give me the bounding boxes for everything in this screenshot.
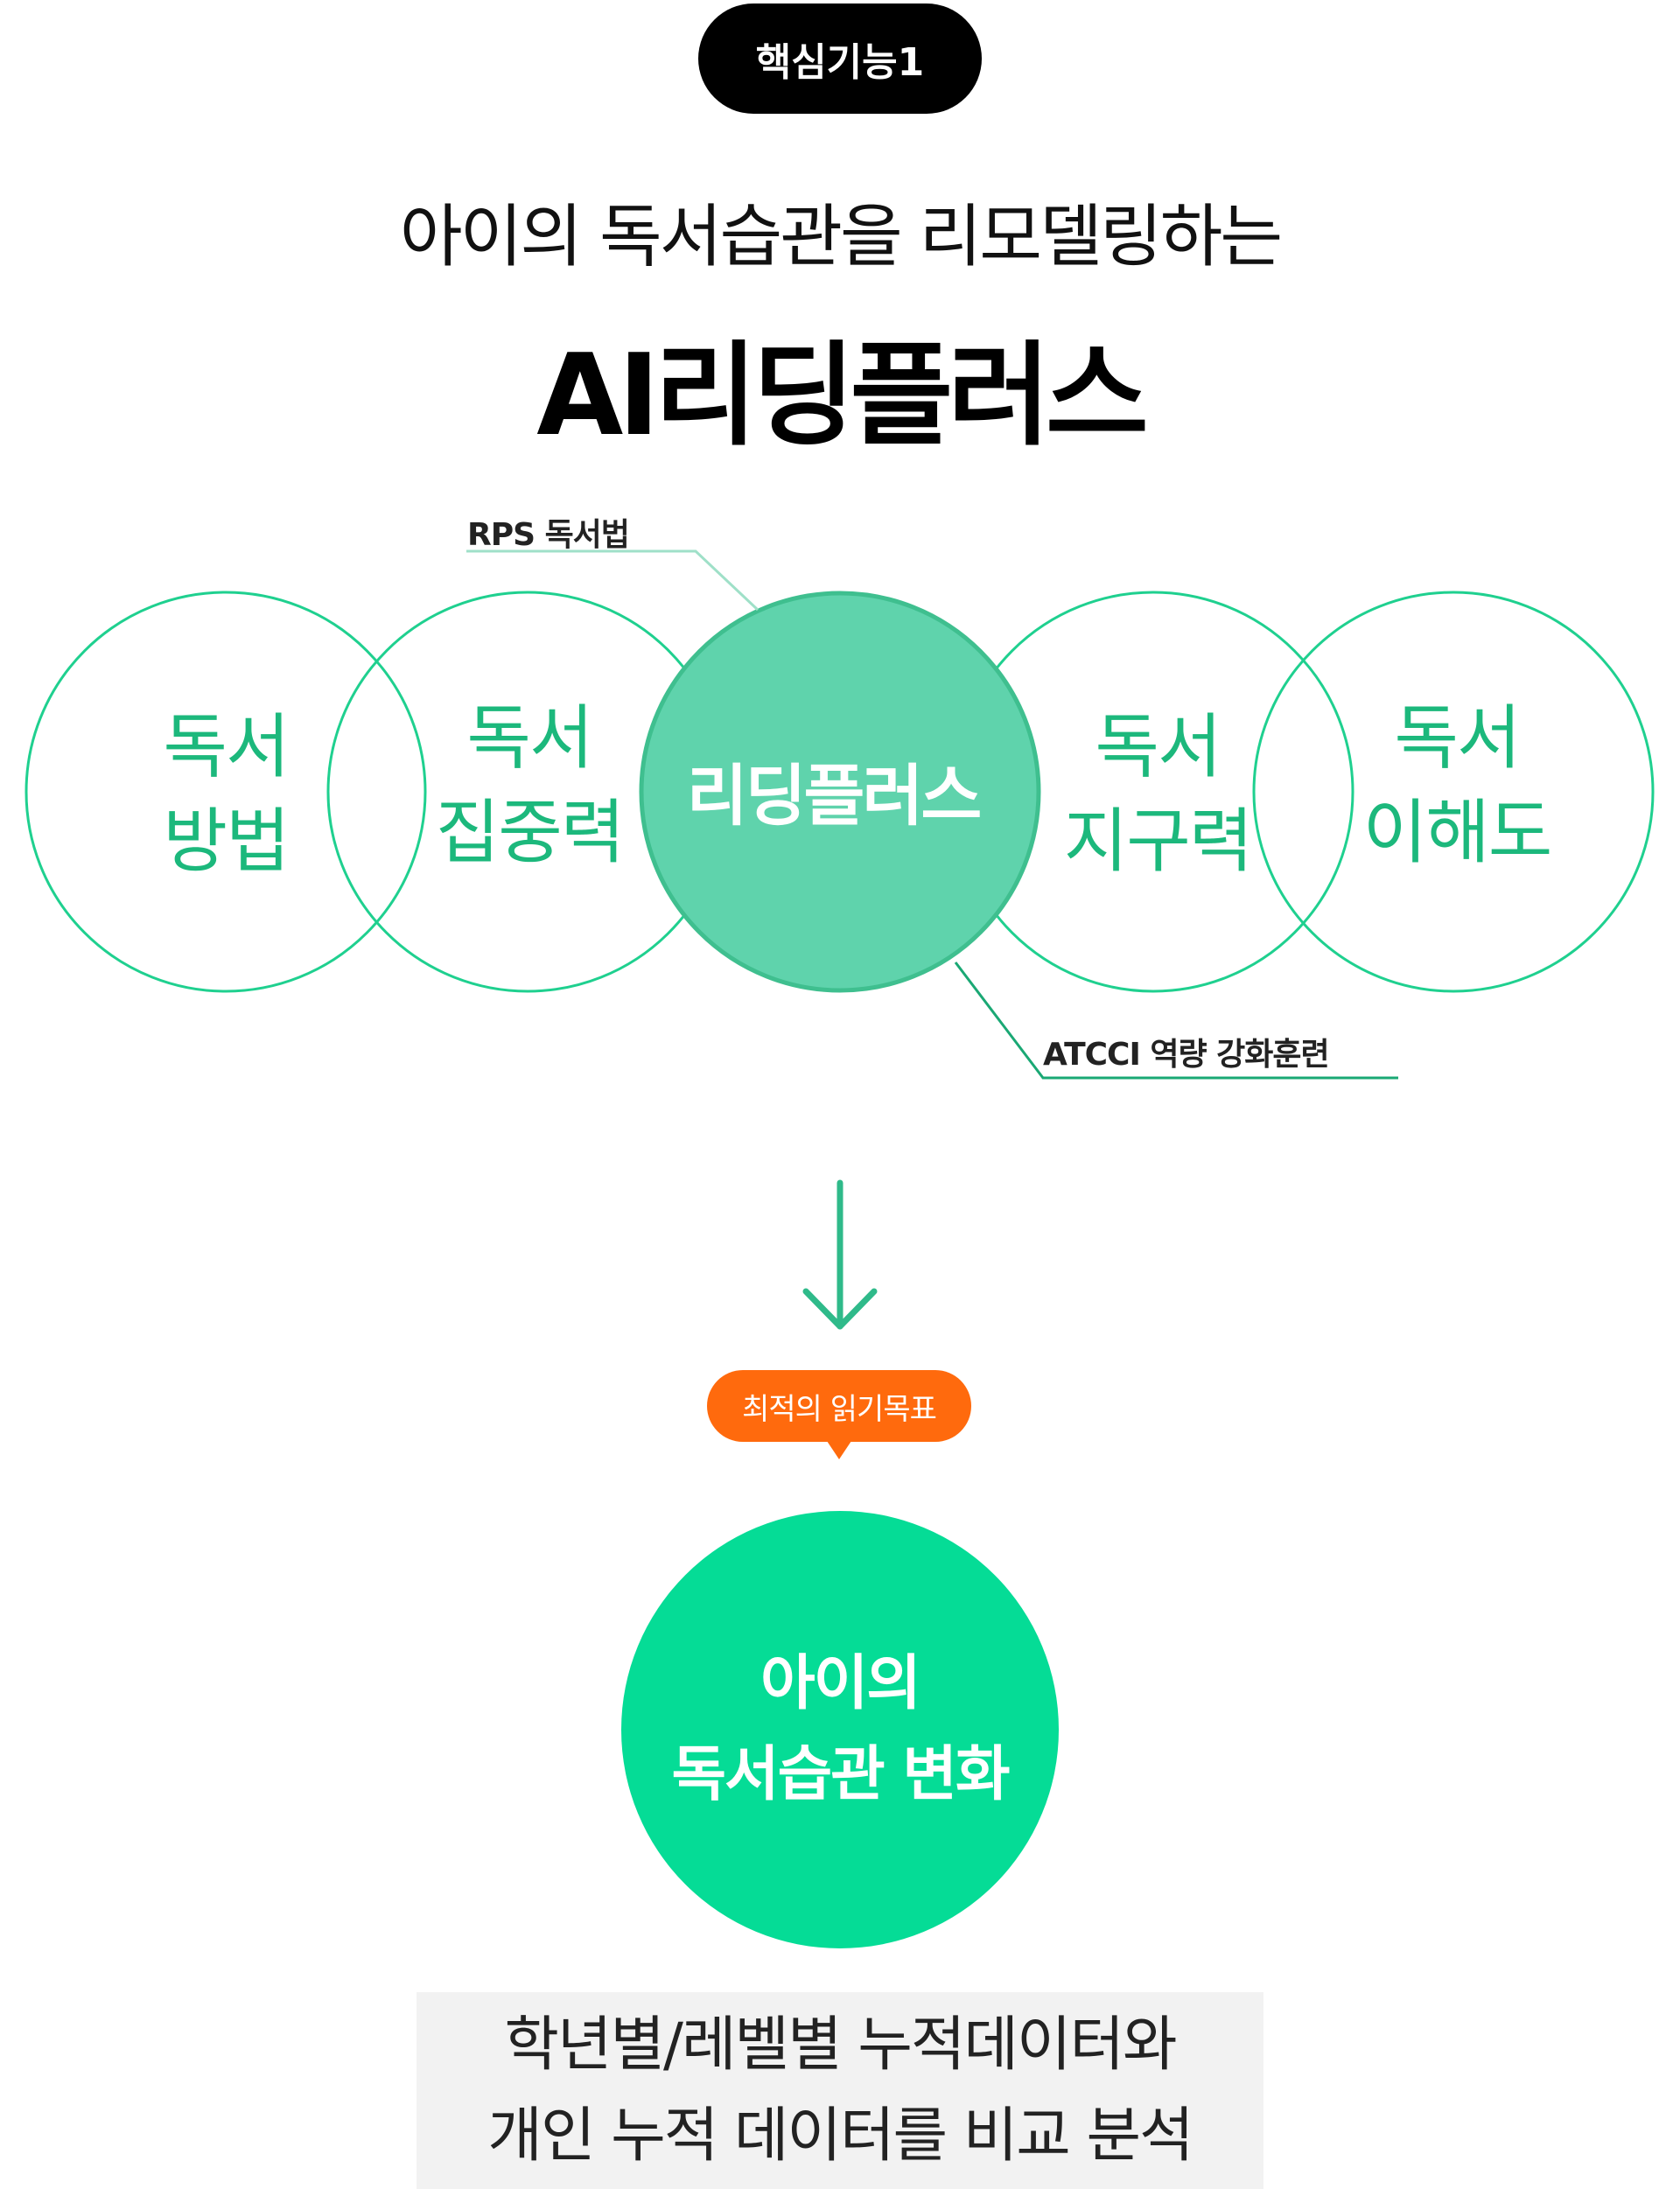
label-reading-focus: 독서 집중력: [435, 697, 626, 873]
label-reading-stamina: 독서 지구력: [1063, 706, 1254, 882]
footer-line-1: 학년별/레벨별 누적데이터와: [504, 2010, 1177, 2080]
label-reading-method: 독서 방법: [163, 706, 290, 882]
circle-reading-method: [24, 591, 427, 993]
circle-reading-plus: [639, 591, 1041, 993]
label-reading-comprehension: 독서 이해도: [1362, 697, 1553, 873]
label-reading-plus: 리딩플러스: [686, 757, 983, 835]
result-circle: 아이의 독서습관 변화: [621, 1511, 1059, 1948]
arrow-down-icon: [802, 1179, 878, 1330]
callout-rps: RPS 독서법: [467, 517, 630, 553]
feature-badge: 핵심기능1: [698, 3, 982, 114]
callout-atcci: ATCCI 역량 강화훈련: [1043, 1037, 1330, 1073]
footer-line-2: 개인 누적 데이터를 비교 분석: [487, 2101, 1194, 2171]
page-title: AI리딩플러스: [536, 331, 1149, 461]
pill-pointer: [825, 1438, 853, 1459]
circle-reading-comprehension: [1252, 591, 1655, 993]
footer-box: 학년별/레벨별 누적데이터와 개인 누적 데이터를 비교 분석: [416, 1992, 1264, 2189]
result-line-1: 아이의: [760, 1649, 921, 1718]
page-subtitle: 아이의 독서습관을 리모델링하는: [399, 198, 1283, 276]
callout-line-bottom: [954, 962, 1398, 1080]
reading-goal-pill: 최적의 읽기목표: [707, 1370, 971, 1442]
callout-line-top: [466, 549, 760, 612]
result-line-2: 독서습관 변화: [671, 1740, 1010, 1809]
